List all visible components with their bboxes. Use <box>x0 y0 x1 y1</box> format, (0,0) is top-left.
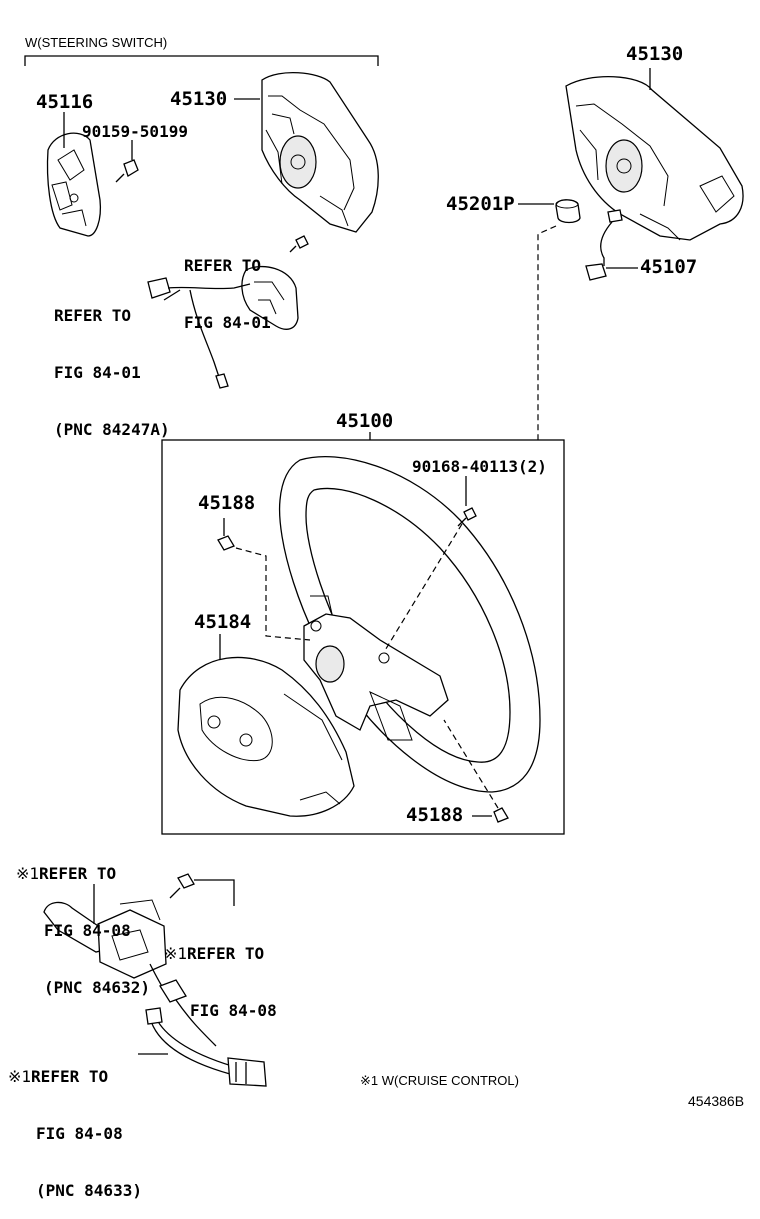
bolt-45188-bottom-drawing <box>443 719 509 823</box>
refer-line: REFER TO <box>187 944 265 963</box>
refer-note-84-01-a[interactable]: REFER TO FIG 84-01 <box>184 218 271 351</box>
cruise-mark: ※1 <box>8 1067 32 1086</box>
refer-line: (PNC 84632) <box>44 978 150 997</box>
part-number-45201P: 45201P <box>446 193 515 215</box>
bolt-90159-drawing <box>115 140 139 183</box>
part-45107-drawing <box>585 209 638 281</box>
part-number-90159: 90159-50199 <box>82 122 188 141</box>
refer-line-first: ※1REFER TO <box>16 864 150 883</box>
footnote-text: W(CRUISE CONTROL) <box>381 1073 519 1088</box>
parts-diagram-drawing <box>24 55 744 1087</box>
refer-line: FIG 84-01 <box>184 313 271 332</box>
cruise-mark: ※1 <box>16 864 40 883</box>
refer-note-84-08-c[interactable]: ※1REFER TO FIG 84-08 (PNC 84633) <box>8 1029 142 1219</box>
refer-line: FIG 84-08 <box>44 921 131 940</box>
refer-line: FIG 84-08 <box>190 1001 277 1020</box>
cruise-switch-drawing <box>43 873 235 1047</box>
refer-line: REFER TO <box>184 256 262 275</box>
screw-refer-84-01 <box>289 235 309 253</box>
refer-line: FIG 84-01 <box>54 363 141 382</box>
footnote-mark: ※1 <box>360 1073 379 1088</box>
bolt-90168-drawing <box>383 476 477 653</box>
part-number-45116: 45116 <box>36 91 94 113</box>
bolt-45188-top-drawing <box>217 518 311 641</box>
part-number-45130-left: 45130 <box>170 88 228 110</box>
cruise-mark: ※1 <box>164 944 188 963</box>
diagram-code: 454386B <box>688 1093 745 1109</box>
refer-note-84-08-b[interactable]: ※1REFER TO FIG 84-08 <box>164 906 277 1039</box>
group-label: W(STEERING SWITCH) <box>25 35 168 50</box>
part-number-45130-right: 45130 <box>626 43 684 65</box>
refer-line: REFER TO <box>54 306 132 325</box>
part-number-45100: 45100 <box>336 410 394 432</box>
refer-line-first: ※1REFER TO <box>8 1067 142 1086</box>
part-45201P-drawing <box>518 199 581 440</box>
refer-note-84-01-b[interactable]: REFER TO FIG 84-01 (PNC 84247A) <box>54 268 170 458</box>
footnote: ※1 W(CRUISE CONTROL) <box>360 1074 519 1087</box>
steering-switch-bracket <box>24 55 379 66</box>
harness-84633-drawing <box>138 1007 267 1087</box>
part-number-45188-bottom: 45188 <box>406 804 464 826</box>
part-45184-drawing <box>177 634 355 817</box>
refer-line: (PNC 84633) <box>36 1181 142 1200</box>
refer-line: (PNC 84247A) <box>54 420 170 439</box>
part-number-45107: 45107 <box>640 256 698 278</box>
part-45116-drawing <box>46 112 102 237</box>
refer-line: REFER TO <box>39 864 117 883</box>
refer-line-first: ※1REFER TO <box>164 944 277 963</box>
refer-line: REFER TO <box>31 1067 109 1086</box>
steering-wheel-box <box>161 432 565 835</box>
part-number-90168: 90168-40113(2) <box>412 457 547 476</box>
refer-note-84-08-a[interactable]: ※1REFER TO FIG 84-08 (PNC 84632) <box>16 826 150 1016</box>
steering-wheel-drawing <box>278 456 541 793</box>
part-number-45188-top: 45188 <box>198 492 256 514</box>
part-number-45184: 45184 <box>194 611 252 633</box>
harness-assembly-drawing <box>147 266 299 389</box>
part-45130-left-drawing <box>234 71 379 233</box>
part-45130-right-drawing <box>565 68 744 241</box>
refer-line: FIG 84-08 <box>36 1124 123 1143</box>
